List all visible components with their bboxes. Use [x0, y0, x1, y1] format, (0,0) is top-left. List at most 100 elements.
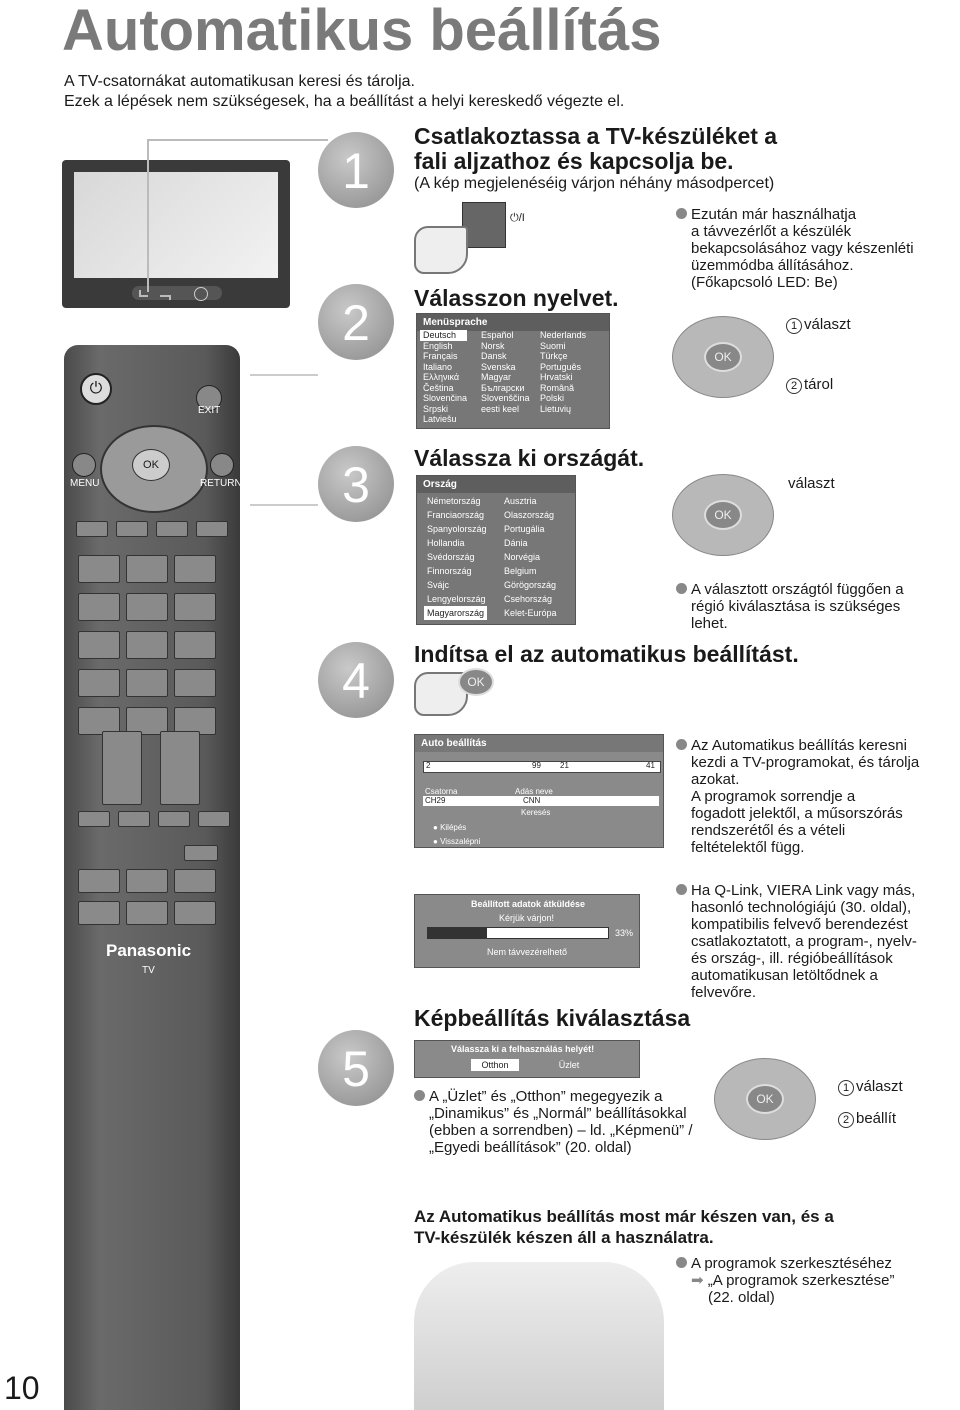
menu-option[interactable]: Latviešu	[423, 414, 457, 424]
remote-button[interactable]	[102, 731, 142, 805]
menu-option[interactable]: Magyarország	[424, 606, 488, 620]
remote-button[interactable]	[174, 631, 216, 659]
menu-button[interactable]	[72, 453, 96, 477]
menu-option[interactable]: Magyar	[481, 372, 512, 382]
remote-button[interactable]	[76, 521, 108, 537]
menu-option[interactable]: Kelet-Európa	[504, 608, 557, 618]
remote-button[interactable]	[78, 901, 120, 925]
menu-option[interactable]: Português	[540, 361, 582, 372]
remote-button[interactable]	[158, 811, 190, 827]
menu-option[interactable]: Olaszország	[504, 510, 555, 520]
remote-button[interactable]	[156, 521, 188, 537]
option-shop[interactable]: Üzlet	[558, 1060, 580, 1070]
remote-button[interactable]	[126, 869, 168, 893]
arrow-icon: ➡	[691, 1272, 708, 1289]
remote-button[interactable]	[174, 669, 216, 697]
menu-option[interactable]: Dansk	[481, 351, 507, 361]
remote-button[interactable]	[174, 555, 216, 583]
auto-tuning-title: Auto beállítás	[415, 735, 663, 752]
step-1-sub: (A kép megjelenéséig várjon néhány másod…	[414, 175, 775, 192]
return-label: RETURN	[200, 478, 242, 489]
menu-option[interactable]: Németország	[427, 496, 481, 506]
menu-option[interactable]: Franciaország	[427, 510, 485, 520]
step-5-note: A „Üzlet” és „Otthon” megegyezik a „Dina…	[414, 1088, 693, 1156]
remote-brand: Panasonic	[106, 941, 192, 960]
remote-button[interactable]	[78, 593, 120, 621]
menu-option[interactable]: Svédország	[427, 552, 475, 562]
menu-option[interactable]: Slovenščina	[481, 393, 530, 403]
menu-option[interactable]: Hrvatski	[540, 372, 573, 382]
menu-option[interactable]: Čeština	[423, 382, 454, 393]
menu-option[interactable]: Türkçe	[540, 351, 568, 361]
menu-option[interactable]: Belgium	[504, 566, 537, 576]
menu-option[interactable]: Polski	[540, 393, 565, 403]
remote-button[interactable]	[184, 845, 218, 861]
remote-button[interactable]	[126, 555, 168, 583]
remote-button[interactable]	[196, 521, 228, 537]
step-1-note: Ezután már használhatja a távvezérlőt a …	[676, 206, 914, 291]
option-home[interactable]: Otthon	[471, 1059, 519, 1071]
power-button[interactable]: ⏻	[80, 373, 112, 405]
remote-button[interactable]	[126, 707, 168, 735]
menu-option[interactable]: Română	[540, 382, 575, 393]
menu-option[interactable]: Norvégia	[504, 552, 541, 562]
back-hint: ● Visszalépni	[433, 837, 481, 846]
menu-option[interactable]: Görögország	[504, 580, 557, 590]
remote-button[interactable]	[78, 555, 120, 583]
power-switch-illustration	[462, 202, 506, 248]
menu-option[interactable]: Français	[423, 351, 458, 361]
menu-option[interactable]: Lengyelország	[427, 594, 486, 604]
menu-option[interactable]: Italiano	[423, 361, 453, 372]
ok-button[interactable]: OK	[132, 449, 170, 481]
step-3-note: A választott országtól függően a régió k…	[676, 581, 904, 632]
step-5-title: Képbeállítás kiválasztása	[414, 1005, 691, 1031]
remote-button[interactable]	[118, 811, 150, 827]
menu-option[interactable]: Hollandia	[427, 538, 465, 548]
power-switch-label: ⏻/I	[510, 212, 525, 224]
remote-button[interactable]	[160, 731, 200, 805]
remote-button[interactable]	[126, 631, 168, 659]
return-button[interactable]	[210, 453, 234, 477]
menu-option[interactable]: Български	[481, 382, 525, 393]
remote-button[interactable]	[78, 707, 120, 735]
tuning-row: CH29 CNN	[423, 796, 659, 806]
remote-button[interactable]	[198, 811, 230, 827]
menu-option[interactable]: Nederlands	[540, 330, 587, 340]
hand-icon	[414, 226, 468, 274]
menu-option[interactable]: Srpski	[423, 403, 449, 414]
menu-option[interactable]: Ελληνικά	[423, 372, 460, 382]
menu-option[interactable]: Lietuvių	[540, 403, 572, 414]
menu-option[interactable]: Svájc	[427, 580, 450, 590]
remote-button[interactable]	[126, 669, 168, 697]
menu-option[interactable]: Portugália	[504, 524, 545, 534]
remote-button[interactable]	[174, 707, 216, 735]
remote-button[interactable]	[116, 521, 148, 537]
remote-button[interactable]	[174, 593, 216, 621]
remote-button[interactable]	[126, 593, 168, 621]
ok-icon: OK	[704, 500, 742, 530]
exit-button[interactable]	[196, 385, 222, 411]
menu-option[interactable]: Slovenčina	[423, 393, 468, 403]
menu-option[interactable]: Norsk	[481, 340, 505, 351]
menu-option[interactable]: eesti keel	[481, 403, 520, 414]
remote-button[interactable]	[174, 901, 216, 925]
remote-button[interactable]	[78, 669, 120, 697]
menu-option[interactable]: English	[423, 340, 453, 351]
menu-option[interactable]: Suomi	[540, 340, 566, 351]
menu-option[interactable]: Csehország	[504, 594, 553, 604]
menu-option[interactable]: Ausztria	[504, 496, 537, 506]
remote-button[interactable]	[126, 901, 168, 925]
remote-button[interactable]	[78, 811, 110, 827]
menu-option[interactable]: Deutsch	[420, 330, 468, 341]
menu-option[interactable]: Español	[481, 330, 514, 340]
remote-button[interactable]	[174, 869, 216, 893]
remote-button[interactable]	[78, 631, 120, 659]
menu-option[interactable]: Finnország	[427, 566, 472, 576]
remote-button[interactable]	[78, 869, 120, 893]
menu-option[interactable]: Svenska	[481, 361, 516, 372]
menu-option[interactable]: Spanyolország	[427, 524, 487, 534]
menu-option[interactable]: Dánia	[504, 538, 528, 548]
